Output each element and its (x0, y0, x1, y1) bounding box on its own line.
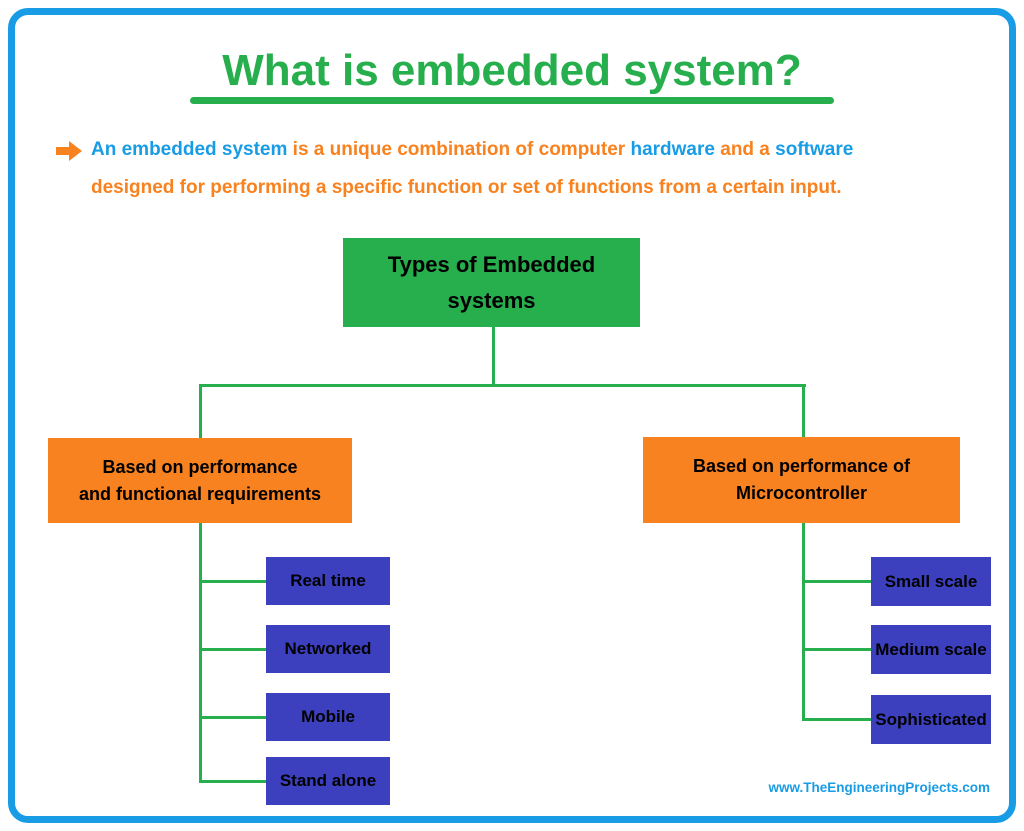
category-node-microcontroller-performance: Based on performance of Microcontroller (643, 437, 960, 523)
connector-branch-mobile (199, 716, 266, 719)
definition-segment: is a unique combination of computer (292, 139, 631, 160)
leaf-node-mobile: Mobile (266, 693, 390, 741)
connector-branch-networked (199, 648, 266, 651)
watermark-text: www.TheEngineeringProjects.com (768, 780, 990, 795)
definition-paragraph: An embedded system is a unique combinati… (56, 131, 986, 207)
title-underline (190, 97, 834, 104)
root-node-line: systems (447, 287, 536, 313)
connector-branch-real-time (199, 580, 266, 583)
connector-left-trunk-top (199, 384, 202, 438)
category-node-line: Microcontroller (735, 483, 868, 503)
leaf-node-small-scale: Small scale (871, 557, 991, 606)
leaf-node-real-time: Real time (266, 557, 390, 605)
definition-segment: An embedded system (91, 139, 293, 160)
root-node-line: Types of Embedded (387, 251, 596, 277)
connector-left-trunk-bottom (199, 523, 202, 783)
root-node-types-of-embedded-systems: Types of Embedded systems (343, 238, 640, 327)
arrow-right-icon (56, 141, 82, 166)
connector-right-trunk-bottom (802, 523, 805, 721)
category-node-line: Based on performance of (692, 456, 911, 476)
category-node-performance-requirements: Based on performance and functional requ… (48, 438, 352, 523)
definition-text: An embedded system is a unique combinati… (91, 131, 853, 207)
connector-root-vertical (492, 327, 495, 385)
definition-segment: designed for performing a specific funct… (91, 177, 842, 198)
connector-branch-stand-alone (199, 780, 266, 783)
connector-branch-small-scale (802, 580, 871, 583)
category-node-line: Based on performance (102, 456, 298, 477)
leaf-node-sophisticated: Sophisticated (871, 695, 991, 744)
definition-segment: and a (720, 139, 776, 160)
leaf-node-networked: Networked (266, 625, 390, 673)
definition-segment: software (775, 139, 854, 160)
connector-right-trunk-top (802, 384, 805, 438)
category-node-line: and functional requirements (78, 483, 322, 504)
connector-branch-sophisticated (802, 718, 871, 721)
page-title: What is embedded system? (222, 46, 802, 95)
leaf-node-stand-alone: Stand alone (266, 757, 390, 805)
connector-main-horizontal (199, 384, 806, 387)
leaf-node-medium-scale: Medium scale (871, 625, 991, 674)
definition-segment: hardware (630, 139, 721, 160)
connector-branch-medium-scale (802, 648, 871, 651)
